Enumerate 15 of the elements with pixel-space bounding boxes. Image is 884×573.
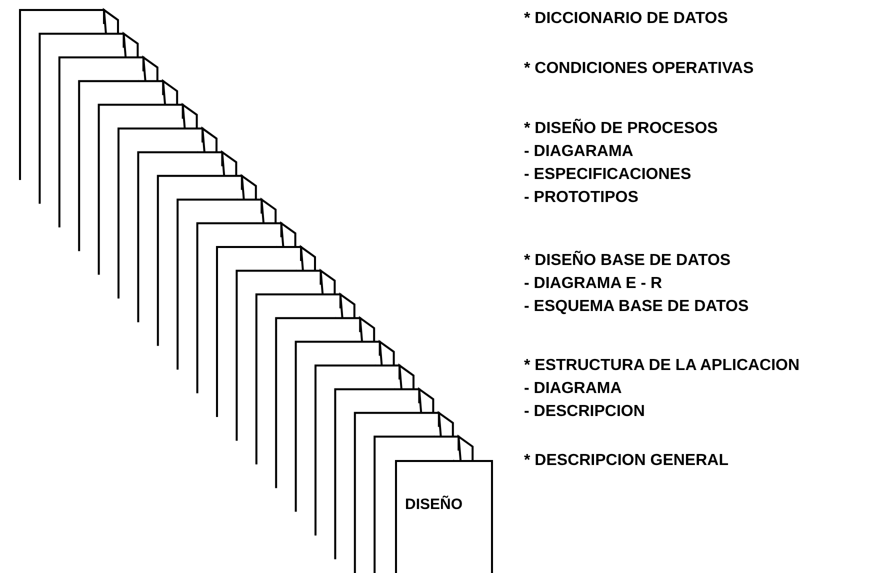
list-item: * DICCIONARIO DE DATOS bbox=[524, 10, 728, 28]
sub-list-item: - DESCRIPCION bbox=[524, 403, 645, 421]
list-item: * CONDICIONES OPERATIVAS bbox=[524, 60, 754, 78]
list-item: * DISEÑO BASE DE DATOS bbox=[524, 252, 731, 270]
sub-list-item: - DIAGRAMA E - R bbox=[524, 275, 662, 293]
list-item: * ESTRUCTURA DE LA APLICACION bbox=[524, 357, 800, 375]
sub-list-item: - ESQUEMA BASE DE DATOS bbox=[524, 298, 749, 316]
sub-list-item: - PROTOTIPOS bbox=[524, 189, 638, 207]
list-item: * DISEÑO DE PROCESOS bbox=[524, 120, 718, 138]
list-item: * DESCRIPCION GENERAL bbox=[524, 452, 728, 470]
page-box bbox=[395, 460, 493, 573]
sub-list-item: - DIAGARAMA bbox=[524, 143, 634, 161]
sub-list-item: - DIAGRAMA bbox=[524, 380, 622, 398]
sub-list-item: - ESPECIFICACIONES bbox=[524, 166, 692, 184]
page-title: DISEÑO bbox=[405, 496, 463, 513]
